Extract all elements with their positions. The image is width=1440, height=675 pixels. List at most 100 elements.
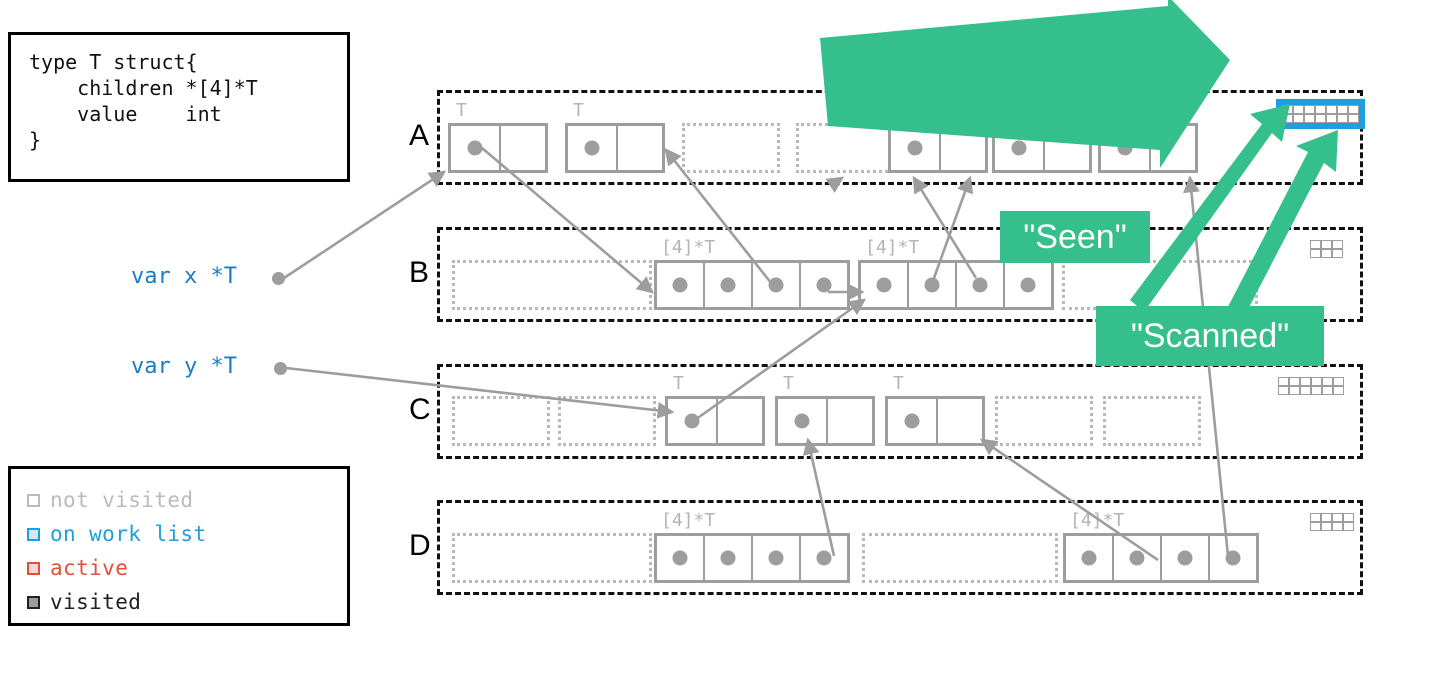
object-cell-value — [938, 399, 982, 443]
metadata-grid-cell — [1343, 522, 1354, 531]
object-type-label: [4]*T — [1070, 510, 1125, 531]
metadata-grid-cell — [1337, 105, 1348, 114]
array-cell — [657, 536, 705, 580]
legend-label: visited — [50, 589, 142, 614]
metadata-grid-row-b[interactable] — [1310, 240, 1343, 258]
object-cell-pointer — [668, 399, 718, 443]
heap-object-t[interactable] — [888, 123, 988, 173]
legend-item-not-visited: not visited — [27, 483, 347, 517]
legend-item-visited: visited — [27, 585, 347, 619]
metadata-grid-cell — [1310, 513, 1321, 522]
metadata-grid-cell — [1300, 377, 1311, 386]
legend-box: not visited on work list active visited — [8, 466, 350, 626]
metadata-grid-row-c[interactable] — [1278, 377, 1344, 395]
metadata-grid-cell — [1332, 513, 1343, 522]
metadata-grid-cell — [1348, 114, 1359, 123]
legend-item-active: active — [27, 551, 347, 585]
var-x-label: var x *T — [131, 264, 237, 289]
metadata-grid-cell — [1282, 114, 1293, 123]
free-slot — [1062, 260, 1258, 310]
object-cell-value — [828, 399, 872, 443]
free-slot — [558, 396, 656, 446]
free-slot — [452, 396, 550, 446]
metadata-grid-row-d[interactable] — [1310, 513, 1354, 531]
pointer-dot-icon — [672, 550, 688, 566]
object-type-label: [4]*T — [865, 237, 920, 258]
pointer-dot-icon — [794, 413, 810, 429]
object-type-label: T — [673, 373, 684, 394]
metadata-grid-cell — [1311, 386, 1322, 395]
object-cell-pointer — [1101, 126, 1151, 170]
pointer-dot-icon — [924, 277, 940, 293]
free-slot — [862, 533, 1058, 583]
pointer-dot-icon — [467, 140, 483, 156]
pointer-dot-icon — [1177, 550, 1193, 566]
scanned-callout-label: "Scanned" — [1130, 316, 1290, 355]
object-cell-pointer — [568, 126, 618, 170]
metadata-grid-cell — [1315, 114, 1326, 123]
type-definition-code: type T struct{ children *[4]*T value int… — [29, 50, 258, 152]
object-cell-pointer — [888, 399, 938, 443]
row-label-b: B — [409, 256, 430, 289]
heap-object-t[interactable] — [448, 123, 548, 173]
metadata-grid-cell — [1332, 249, 1343, 258]
array-cell — [753, 263, 801, 307]
array-cell — [753, 536, 801, 580]
array-cell — [909, 263, 957, 307]
array-cell — [1162, 536, 1210, 580]
pointer-dot-icon — [720, 550, 736, 566]
metadata-grid-cell — [1343, 513, 1354, 522]
metadata-grid-cell — [1311, 377, 1322, 386]
heap-object-t[interactable] — [992, 123, 1092, 173]
object-cell-pointer — [891, 126, 941, 170]
object-cell-value — [941, 126, 985, 170]
var-y-pointer-dot — [274, 362, 287, 375]
seen-callout: "Seen" — [1000, 211, 1150, 263]
metadata-grid-row — [1282, 105, 1359, 114]
free-slot — [452, 533, 652, 583]
object-type-label: T — [893, 373, 904, 394]
pointer-dot-icon — [672, 277, 688, 293]
free-slot — [796, 123, 894, 173]
heap-object-array[interactable] — [654, 260, 850, 310]
array-cell — [801, 536, 847, 580]
legend-swatch-icon — [27, 561, 40, 575]
object-cell-pointer — [778, 399, 828, 443]
object-type-label: [4]*T — [661, 237, 716, 258]
object-type-label: T — [456, 100, 467, 121]
metadata-grid-cell — [1322, 377, 1333, 386]
metadata-grid-cell — [1278, 377, 1289, 386]
heap-object-array[interactable] — [1063, 533, 1259, 583]
metadata-grid-cell — [1332, 522, 1343, 531]
pointer-dot-icon — [907, 140, 923, 156]
object-cell-value — [718, 399, 762, 443]
heap-object-t[interactable] — [1098, 123, 1198, 173]
metadata-grid-row — [1310, 240, 1343, 249]
free-slot — [1103, 396, 1201, 446]
metadata-grid-row-a[interactable] — [1276, 99, 1365, 129]
heap-object-array[interactable] — [654, 533, 850, 583]
metadata-grid-row — [1282, 114, 1359, 123]
pointer-dot-icon — [1011, 140, 1027, 156]
metadata-grid-cell — [1282, 105, 1293, 114]
metadata-grid-cell — [1326, 105, 1337, 114]
pointer-dot-icon — [684, 413, 700, 429]
metadata-grid-row — [1278, 377, 1344, 386]
metadata-grid-cell — [1333, 386, 1344, 395]
pointer-dot-icon — [768, 277, 784, 293]
metadata-grid-cell — [1304, 114, 1315, 123]
heap-object-t[interactable] — [565, 123, 665, 173]
pointer-dot-icon — [1225, 550, 1241, 566]
free-slot — [995, 396, 1093, 446]
array-cell — [801, 263, 847, 307]
heap-object-array[interactable] — [858, 260, 1054, 310]
object-type-label: [4]*T — [661, 510, 716, 531]
metadata-grid-row — [1310, 513, 1354, 522]
heap-object-t[interactable] — [665, 396, 765, 446]
legend-swatch-icon — [27, 595, 40, 609]
heap-row-d — [437, 500, 1363, 595]
heap-object-t[interactable] — [885, 396, 985, 446]
heap-object-t[interactable] — [775, 396, 875, 446]
legend-item-on-work-list: on work list — [27, 517, 347, 551]
